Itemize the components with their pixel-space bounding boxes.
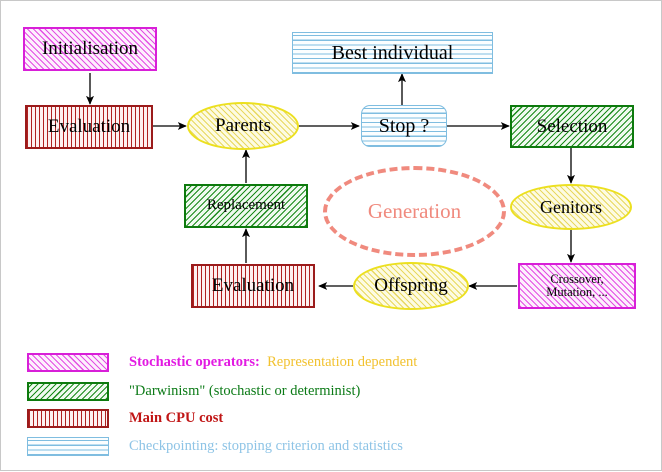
node-stop-label: Stop ? — [378, 114, 430, 137]
legend-swatch-green-diagonal-hatch — [27, 381, 109, 401]
legend-text-main-cpu-cost: Main CPU cost — [129, 410, 223, 427]
legend-swatch-magenta-diagonal-hatch — [27, 352, 109, 372]
node-initialisation[interactable]: Initialisation — [23, 27, 157, 71]
legend-label-darwinism: "Darwinism" (stochastic or determinist) — [129, 382, 361, 399]
node-evaluation-top-label: Evaluation — [47, 116, 131, 138]
node-selection-label: Selection — [536, 115, 608, 137]
node-best-individual-label: Best individual — [331, 41, 454, 64]
legend-label-main-cpu-cost: Main CPU cost — [129, 409, 224, 426]
node-best-individual[interactable]: Best individual — [292, 32, 493, 74]
node-evaluation-bottom[interactable]: Evaluation — [191, 264, 315, 308]
node-evaluation-top[interactable]: Evaluation — [25, 105, 153, 149]
node-replacement[interactable]: Replacement — [184, 184, 308, 228]
node-evaluation-bottom-label: Evaluation — [211, 275, 295, 297]
legend-row-stochastic-operators: Stochastic operators: Representation dep… — [1, 349, 662, 375]
node-stop[interactable]: Stop ? — [361, 105, 447, 147]
node-genitors[interactable]: Genitors — [510, 184, 632, 230]
legend-label-checkpointing: Checkpointing: stopping criterion and st… — [129, 437, 403, 454]
legend-text-darwinism: "Darwinism" (stochastic or determinist) — [129, 383, 360, 400]
node-selection[interactable]: Selection — [510, 105, 634, 148]
node-offspring-label: Offspring — [374, 275, 448, 297]
legend-row-main-cpu-cost: Main CPU cost — [1, 405, 662, 431]
legend-label-stochastic-operators: Stochastic operators: — [129, 353, 260, 370]
legend-text-checkpointing: Checkpointing: stopping criterion and st… — [129, 438, 403, 455]
node-parents-label: Parents — [215, 115, 271, 137]
node-parents[interactable]: Parents — [187, 102, 299, 150]
node-crossover-mutation-label: Crossover, Mutation, ... — [546, 271, 608, 299]
node-offspring[interactable]: Offspring — [353, 262, 469, 310]
legend-swatch-red-vertical-hatch — [27, 408, 109, 428]
legend-swatch-blue-horizontal-hatch — [27, 436, 109, 456]
legend-row-darwinism: "Darwinism" (stochastic or determinist) — [1, 378, 662, 404]
node-generation: Generation — [323, 166, 506, 257]
node-crossover-mutation[interactable]: Crossover, Mutation, ... — [518, 263, 636, 309]
node-generation-label: Generation — [367, 199, 462, 223]
legend-label-representation-dependent: Representation dependent — [267, 353, 418, 370]
legend-text-stochastic-operators: Stochastic operators: Representation dep… — [129, 354, 417, 371]
node-genitors-label: Genitors — [540, 196, 602, 217]
node-replacement-label: Replacement — [206, 197, 286, 214]
legend: Stochastic operators: Representation dep… — [1, 341, 662, 466]
legend-row-checkpointing: Checkpointing: stopping criterion and st… — [1, 433, 662, 459]
node-initialisation-label: Initialisation — [41, 38, 139, 60]
